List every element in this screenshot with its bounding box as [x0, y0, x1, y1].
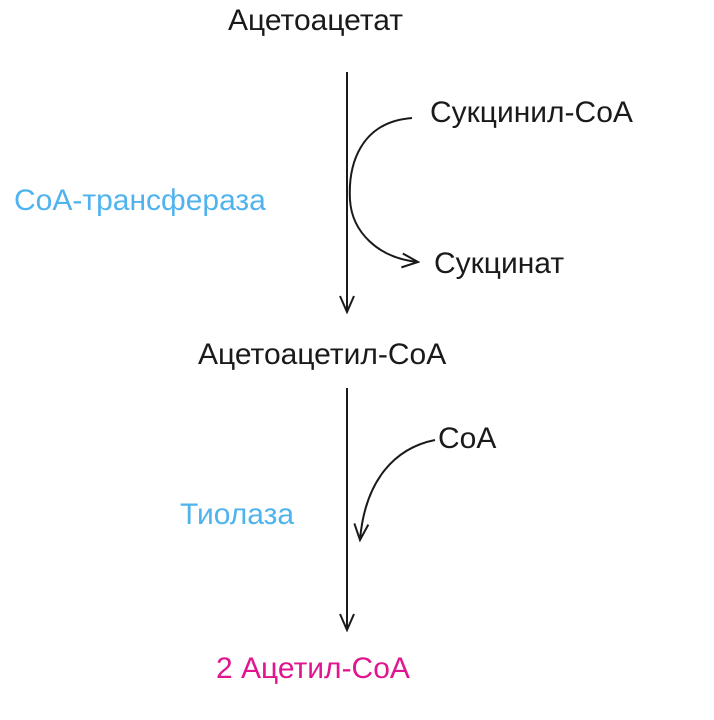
coproduct-out-step1: Сукцинат	[434, 247, 565, 280]
enzyme-step1: CoA-трансфераза	[14, 184, 266, 217]
side-arrow-step1	[348, 117, 418, 262]
cosubstrate-in-step2: CoA	[438, 422, 497, 455]
intermediate-label: Ацетоацетил-CoA	[198, 338, 447, 371]
enzyme-step2: Тиолаза	[180, 498, 295, 531]
substrate-label: Ацетоацетат	[228, 4, 404, 37]
side-arrow-step2	[360, 439, 436, 540]
cosubstrate-in-step1: Сукцинил-CoA	[430, 96, 633, 129]
product-label: 2 Ацетил-CoA	[216, 652, 410, 685]
